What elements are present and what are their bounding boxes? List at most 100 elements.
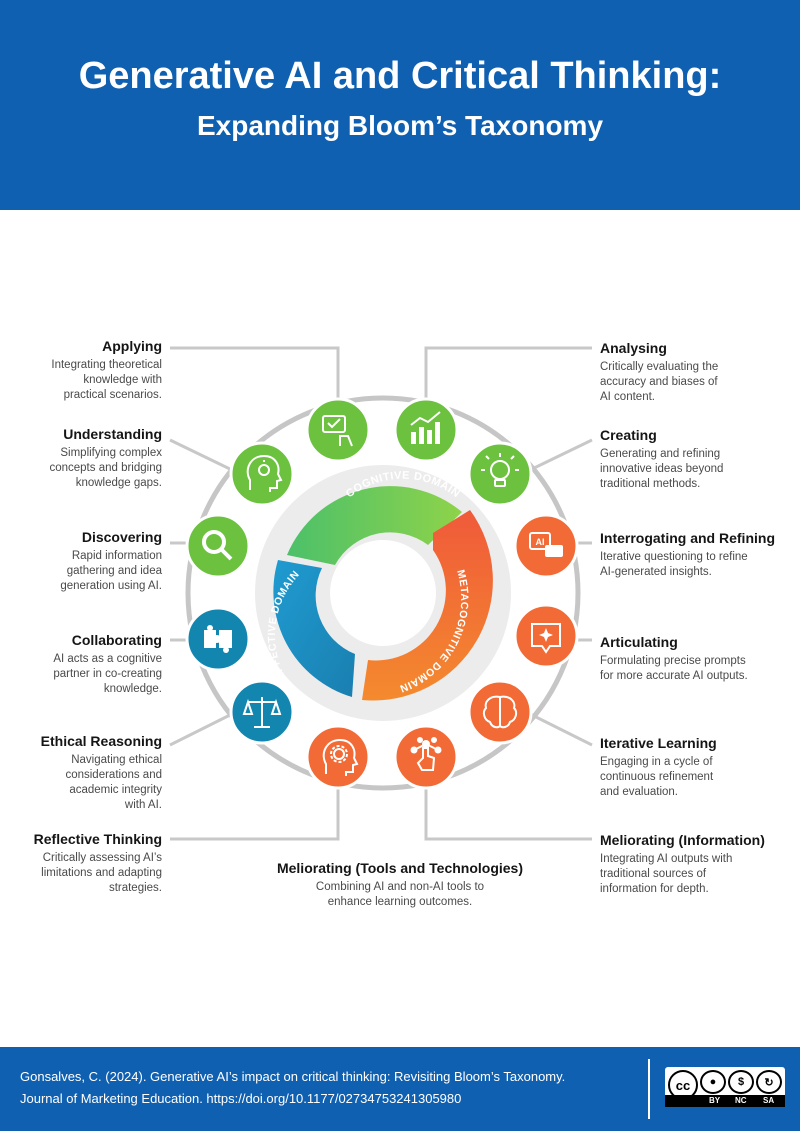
- connector-understanding: [169, 438, 233, 472]
- desc-line: partner in co-creating: [53, 668, 162, 680]
- label-articulating: Articulating Formulating precise prompts…: [600, 634, 800, 684]
- metacognitive-domain-segment: [362, 510, 493, 701]
- label-understanding: Understanding Simplifying complex concept…: [0, 426, 162, 491]
- label-iterative-learning: Iterative Learning Engaging in a cycle o…: [600, 735, 800, 800]
- connector-iterative: [529, 712, 593, 747]
- nc-dollar-icon: $: [728, 1070, 754, 1094]
- node-title: Articulating: [600, 634, 678, 650]
- footer: Gonsalves, C. (2024). Generative AI’s im…: [0, 1047, 800, 1131]
- desc-line: Formulating precise prompts: [600, 655, 746, 667]
- node-applying: [305, 397, 371, 463]
- connector-creating: [529, 438, 593, 472]
- node-title: Creating: [600, 427, 657, 443]
- connector-applying: [170, 346, 340, 400]
- desc-line: Simplifying complex: [60, 447, 162, 459]
- desc-line: for more accurate AI outputs.: [600, 670, 748, 682]
- node-interrogating: AI: [513, 513, 579, 579]
- desc-line: enhance learning outcomes.: [327, 896, 473, 908]
- node-title: Meliorating (Information): [600, 832, 765, 848]
- head-lightbulb-icon: [246, 454, 283, 492]
- cc-license-badge: cc ● $ ↻ BY NC SA: [665, 1067, 785, 1107]
- head-gear-icon: [322, 738, 359, 776]
- node-title: Understanding: [63, 426, 162, 442]
- cc-license-labels: BY NC SA: [665, 1095, 785, 1107]
- page-subtitle: Expanding Bloom’s Taxonomy: [196, 110, 604, 141]
- node-title: Reflective Thinking: [33, 831, 162, 847]
- node-understanding: [229, 441, 295, 507]
- node-creating: [467, 441, 533, 507]
- node-discovering: [185, 513, 251, 579]
- desc-line: concepts and bridging: [49, 462, 162, 474]
- desc-line: accuracy and biases of: [600, 376, 718, 388]
- connector-analysing: [424, 346, 592, 400]
- magnifier-icon: [202, 530, 233, 561]
- label-collaborating: Collaborating AI acts as a cognitive part…: [0, 632, 162, 697]
- bar-chart-icon: [410, 411, 441, 444]
- desc-line: Critically evaluating the: [600, 361, 719, 373]
- desc-line: knowledge gaps.: [75, 477, 162, 489]
- citation-line-2[interactable]: Journal of Marketing Education. https://…: [20, 1091, 462, 1106]
- node-ethical-reasoning: [229, 679, 295, 745]
- svg-text:AI: AI: [536, 537, 545, 547]
- node-title: Applying: [102, 338, 162, 354]
- sparkle-chat-icon: [531, 623, 561, 654]
- taxonomy-diagram: COGNITIVE DOMAIN METACOGNITIVE DOMAIN AF…: [169, 346, 593, 841]
- connector-lines: [169, 346, 593, 841]
- node-title: Iterative Learning: [600, 735, 717, 751]
- cc-label-nc: NC: [735, 1096, 747, 1105]
- scales-icon: [242, 697, 282, 728]
- node-title: Interrogating and Refining: [600, 530, 775, 546]
- ai-chat-icon: AI: [529, 532, 563, 557]
- node-reflective-thinking: [305, 724, 371, 790]
- desc-line: knowledge with: [83, 374, 162, 386]
- desc-line: innovative ideas beyond: [600, 463, 724, 475]
- desc-line: academic integrity: [69, 784, 162, 796]
- desc-line: Engaging in a cycle of: [600, 756, 713, 768]
- network-hand-icon: [410, 737, 442, 771]
- label-interrogating: Interrogating and Refining Iterative que…: [600, 530, 800, 580]
- puzzle-icon: [204, 625, 232, 653]
- header-banner: Generative AI and Critical Thinking: Exp…: [0, 0, 800, 210]
- label-analysing: Analysing Critically evaluating the accur…: [600, 340, 800, 405]
- label-creating: Creating Generating and refining innovati…: [600, 427, 800, 492]
- connector-ethical: [169, 712, 233, 747]
- desc-line: continuous refinement: [600, 771, 714, 783]
- label-meliorating-tools: Meliorating (Tools and Technologies) Com…: [240, 860, 560, 910]
- desc-line: AI-generated insights.: [600, 566, 712, 578]
- desc-line: limitations and adapting: [41, 867, 162, 879]
- by-person-icon: ●: [700, 1070, 726, 1094]
- node-title: Collaborating: [71, 632, 162, 648]
- page-title: Generative AI and Critical Thinking:: [78, 55, 722, 97]
- desc-line: generation using AI.: [60, 580, 162, 592]
- label-reflective-thinking: Reflective Thinking Critically assessing…: [0, 831, 162, 896]
- node-collaborating: [185, 606, 251, 672]
- sa-share-icon: ↻: [756, 1070, 782, 1094]
- affective-domain-segment: [273, 560, 355, 697]
- cognitive-domain-segment: [287, 486, 462, 565]
- node-title: Meliorating (Tools and Technologies): [276, 860, 524, 876]
- desc-line: Generating and refining: [600, 448, 721, 460]
- node-articulating: [513, 603, 579, 669]
- node-title: Analysing: [600, 340, 667, 356]
- connector-reflective: [170, 788, 340, 841]
- desc-line: AI acts as a cognitive: [53, 653, 162, 665]
- cc-label-sa: SA: [763, 1096, 775, 1105]
- desc-line: with AI.: [124, 799, 162, 811]
- desc-line: Combining AI and non-AI tools to: [315, 881, 485, 893]
- footer-divider: [648, 1059, 650, 1119]
- node-title: Discovering: [81, 529, 162, 545]
- desc-line: Iterative questioning to refine: [600, 551, 748, 563]
- label-meliorating-info: Meliorating (Information) Integrating AI…: [600, 832, 800, 897]
- node-meliorating-info: [393, 724, 459, 790]
- desc-line: traditional methods.: [600, 478, 701, 490]
- checklist-hand-icon: [322, 415, 353, 447]
- node-iterative-learning: [467, 679, 533, 745]
- desc-line: Critically assessing AI’s: [42, 852, 162, 864]
- node-analysing: [393, 397, 459, 463]
- cc-label-by: BY: [709, 1096, 721, 1105]
- desc-line: Navigating ethical: [71, 754, 162, 766]
- desc-line: knowledge.: [103, 683, 162, 695]
